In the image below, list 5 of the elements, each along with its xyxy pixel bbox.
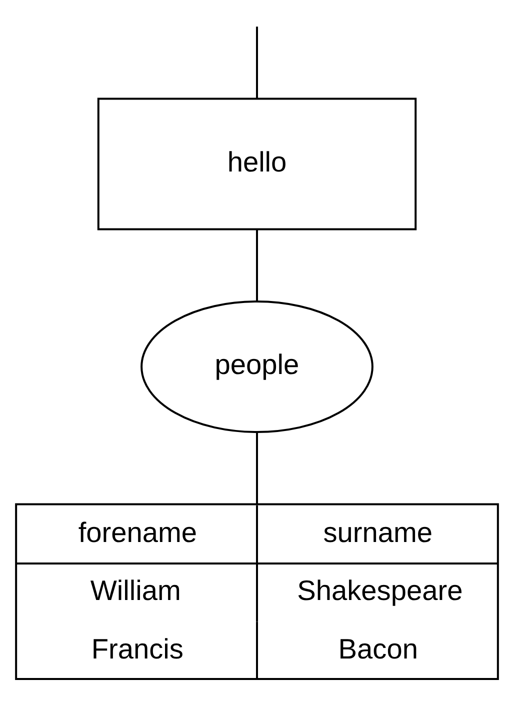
- connector: [256, 26, 258, 98]
- connector: [256, 432, 258, 504]
- node-ellipse: people: [140, 300, 374, 433]
- connector: [256, 228, 258, 301]
- node-box: hello: [97, 97, 417, 230]
